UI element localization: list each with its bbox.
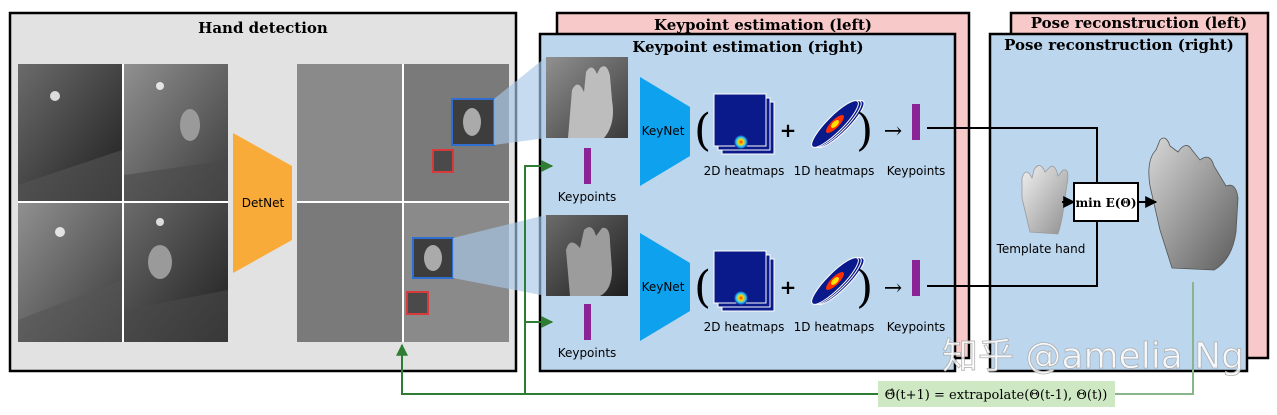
close-paren-top: ) [856, 105, 873, 156]
watermark: 知乎 @amelia Ng [942, 336, 1244, 377]
keypoint-right-title: Keypoint estimation (right) [632, 38, 863, 56]
keypoints-label-top: Keypoints [887, 164, 946, 178]
heatmap-1d-top [811, 100, 865, 148]
heatmaps-1d-label-bottom: 1D heatmaps [794, 320, 875, 334]
connectors [396, 127, 1194, 395]
keynet-block-bottom: KeyNet [640, 233, 690, 341]
heatmaps-1d-label-top: 1D heatmaps [794, 164, 875, 178]
detected-box-left-2 [406, 291, 429, 315]
keypoints-bar-top [912, 104, 920, 140]
plus-top: + [780, 118, 797, 142]
heatmap-row-top: ( 2D heatmaps + 1D heatmaps ) → Keypoint… [694, 93, 945, 178]
keynet-label-bottom: KeyNet [642, 280, 685, 294]
optimization-label: min E(Θ) [1075, 196, 1136, 210]
open-paren-bottom: ( [694, 262, 711, 313]
detected-box-left [432, 149, 454, 173]
prev-keypoints-bar-bottom [584, 304, 591, 340]
hand-crop-bottom [546, 215, 628, 296]
prev-keypoints-bar-top [584, 148, 591, 184]
template-hand [1021, 165, 1069, 235]
keypoints-bar-bottom [912, 260, 920, 296]
hand-crop-top [546, 57, 628, 138]
plus-bottom: + [780, 275, 797, 299]
keypoint-left-title: Keypoint estimation (left) [654, 16, 872, 34]
prev-keypoints-label-bottom: Keypoints [558, 346, 617, 360]
prev-keypoints-label-top: Keypoints [558, 190, 617, 204]
keynet-label-top: KeyNet [642, 124, 685, 138]
extrapolate-label: Θ̂(t+1) = extrapolate(Θ(t-1), Θ(t)) [885, 388, 1108, 403]
arrow-bottom: → [884, 276, 902, 301]
pose-left-title: Pose reconstruction (left) [1031, 14, 1247, 32]
detnet-block: DetNet [233, 133, 292, 273]
detnet-label: DetNet [242, 196, 285, 210]
keynet-block-top: KeyNet [640, 77, 690, 186]
detection-output-images [297, 64, 509, 342]
heatmap-1d-bottom [811, 257, 865, 305]
hand-detection-panel: Hand detection DetNet [8, 11, 518, 373]
input-images [18, 64, 228, 342]
hand-detection-title: Hand detection [198, 19, 328, 37]
keypoints-label-bottom: Keypoints [887, 320, 946, 334]
heatmap-row-bottom: ( 2D heatmaps + 1D heatmaps ) → Keypoint… [694, 250, 945, 334]
pose-right-title: Pose reconstruction (right) [1004, 36, 1234, 54]
crop-projection-top [494, 57, 546, 145]
extrapolate-box: Θ̂(t+1) = extrapolate(Θ(t-1), Θ(t)) [878, 381, 1115, 407]
close-paren-bottom: ) [856, 262, 873, 313]
reconstructed-hand [1148, 137, 1239, 271]
heatmaps-2d-label-bottom: 2D heatmaps [704, 320, 785, 334]
open-paren-top: ( [694, 105, 711, 156]
crop-projection-bottom [453, 215, 546, 296]
arrow-top: → [884, 119, 902, 144]
template-hand-label: Template hand [996, 242, 1086, 256]
heatmaps-2d-label-top: 2D heatmaps [704, 164, 785, 178]
